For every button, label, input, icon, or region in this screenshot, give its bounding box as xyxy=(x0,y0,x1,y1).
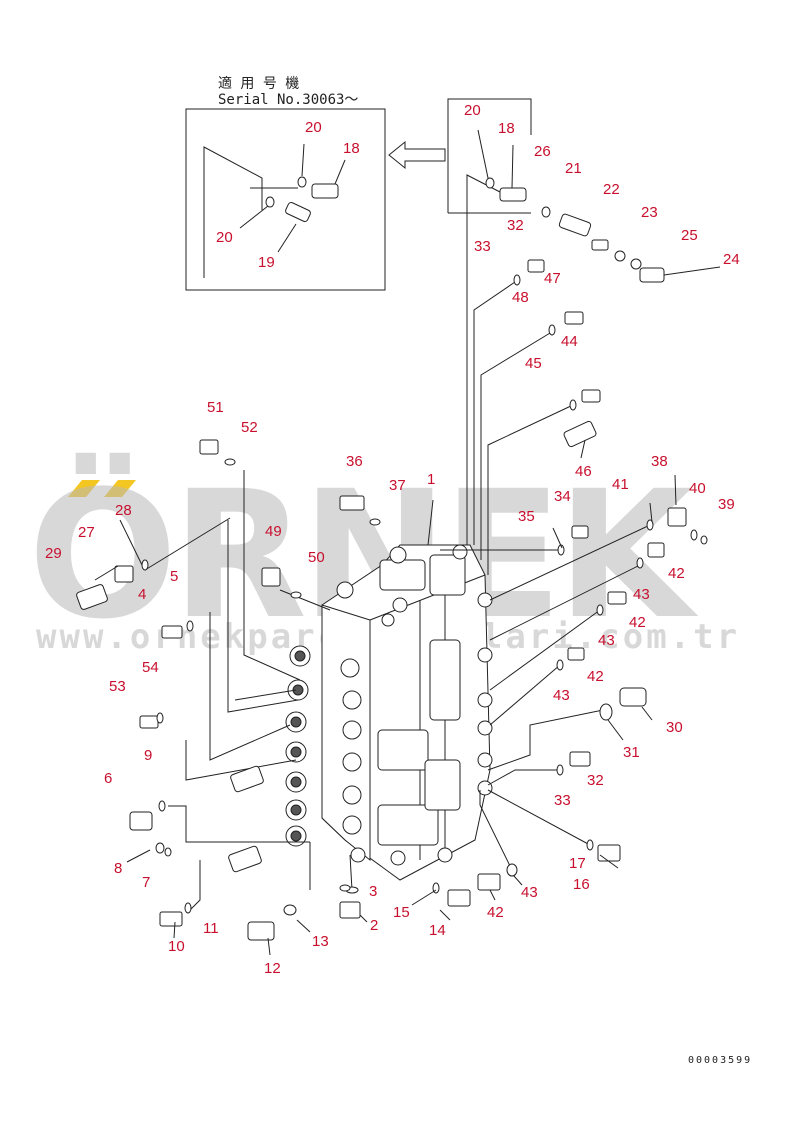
part-label: 33 xyxy=(554,792,571,809)
part-label: 11 xyxy=(203,920,219,937)
upper-detail-box xyxy=(447,98,721,545)
part-label: 26 xyxy=(534,143,551,160)
part-label: 10 xyxy=(168,938,185,955)
part-label: 43 xyxy=(633,586,650,603)
upper-detail-labels: 20 18 26 32 21 22 23 25 24 xyxy=(464,102,740,268)
part-label: 30 xyxy=(666,719,683,736)
part-label: 34 xyxy=(554,488,571,505)
part-label: 7 xyxy=(142,874,150,891)
part-label: 46 xyxy=(575,463,592,480)
watermark-accent-left xyxy=(68,480,100,497)
part-label: 28 xyxy=(115,502,132,519)
part-label: 40 xyxy=(689,480,706,497)
inset-detail-box xyxy=(185,108,386,291)
part-label: 13 xyxy=(312,933,329,950)
detail-arrow xyxy=(388,140,446,170)
part-label: 44 xyxy=(561,333,578,350)
part-label: 16 xyxy=(573,876,590,893)
inset-label: 20 xyxy=(216,229,233,246)
part-label: 21 xyxy=(565,160,582,177)
part-label: 39 xyxy=(718,496,735,513)
part-label: 52 xyxy=(241,419,258,436)
part-label: 42 xyxy=(587,668,604,685)
part-label: 25 xyxy=(681,227,698,244)
part-label: 1 xyxy=(427,471,435,488)
part-label: 32 xyxy=(507,217,524,234)
part-label: 33 xyxy=(474,238,491,255)
part-label: 24 xyxy=(723,251,740,268)
watermark-accent-right xyxy=(104,480,136,497)
label-leaders xyxy=(94,439,677,956)
fittings xyxy=(76,259,708,941)
part-label: 54 xyxy=(142,659,159,676)
part-label: 12 xyxy=(264,960,281,977)
part-label: 36 xyxy=(346,453,363,470)
part-label: 43 xyxy=(553,687,570,704)
part-label: 6 xyxy=(104,770,112,787)
part-label: 45 xyxy=(525,355,542,372)
part-label: 31 xyxy=(623,744,640,761)
part-label: 20 xyxy=(464,102,481,119)
part-label: 15 xyxy=(393,904,410,921)
part-label: 43 xyxy=(521,884,538,901)
part-label: 14 xyxy=(429,922,446,939)
part-label: 32 xyxy=(587,772,604,789)
part-label: 22 xyxy=(603,181,620,198)
part-label: 9 xyxy=(144,747,152,764)
inset-label: 18 xyxy=(343,140,360,157)
control-valve-assembly xyxy=(285,544,493,881)
part-label: 37 xyxy=(389,477,406,494)
leader-lines xyxy=(144,281,651,911)
part-label: 42 xyxy=(487,904,504,921)
part-label: 35 xyxy=(518,508,535,525)
part-label: 17 xyxy=(569,855,586,872)
inset-label: 19 xyxy=(258,254,275,271)
applicable-serial-heading: 適 用 号 機 xyxy=(218,75,299,92)
part-label: 42 xyxy=(629,614,646,631)
part-label: 49 xyxy=(265,523,282,540)
part-label: 2 xyxy=(370,917,378,934)
part-label: 8 xyxy=(114,860,122,877)
part-label: 53 xyxy=(109,678,126,695)
part-label: 51 xyxy=(207,399,224,416)
part-label: 48 xyxy=(512,289,529,306)
part-label: 5 xyxy=(170,568,178,585)
inset-label: 20 xyxy=(305,119,322,136)
part-label: 38 xyxy=(651,453,668,470)
part-label: 23 xyxy=(641,204,658,221)
part-label: 4 xyxy=(138,586,146,603)
inset-part-labels: 20 18 20 19 xyxy=(216,119,360,271)
part-label: 41 xyxy=(612,476,629,493)
part-label: 47 xyxy=(544,270,561,287)
part-label: 18 xyxy=(498,120,515,137)
part-label: 27 xyxy=(78,524,95,541)
part-label: 3 xyxy=(369,883,377,900)
part-label: 42 xyxy=(668,565,685,582)
part-label: 29 xyxy=(45,545,62,562)
drawing-code: 00003599 xyxy=(688,1055,752,1066)
serial-number-range: Serial No.30063～ xyxy=(218,92,358,108)
part-labels: 33 47 48 44 45 46 51 52 36 37 1 38 40 39… xyxy=(45,238,735,977)
part-label: 50 xyxy=(308,549,325,566)
spool-caps xyxy=(285,592,493,866)
part-label: 43 xyxy=(598,632,615,649)
